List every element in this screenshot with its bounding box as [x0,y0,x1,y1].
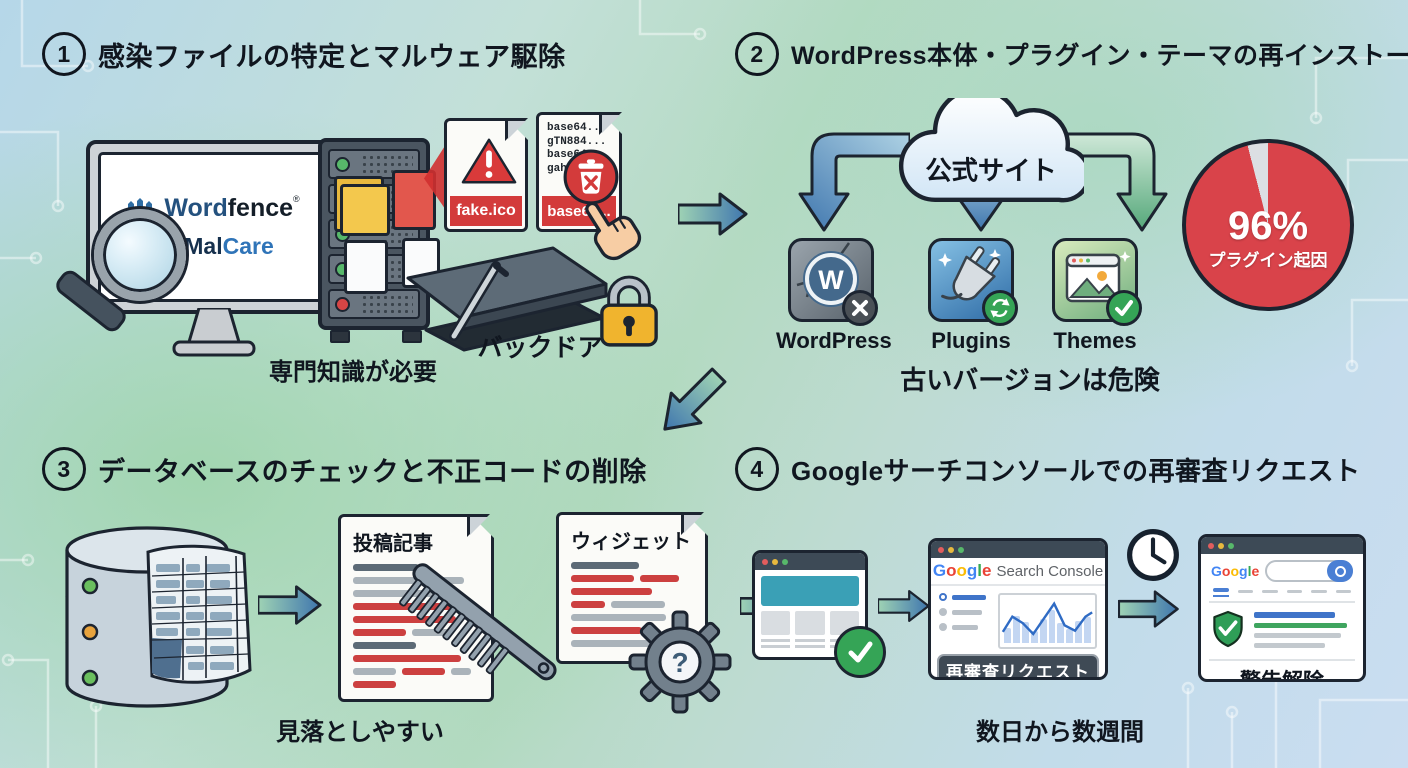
backdoor-label: バックドア [477,334,603,362]
arrow-site-to-gsc [878,590,930,622]
doc-lines [571,562,693,647]
wordfence-reg: ® [293,193,300,204]
comb-icon [399,563,557,681]
pie-label: プラグイン起因 [1208,250,1328,270]
clock-icon [1127,529,1179,581]
step-number-4: 4 [735,447,779,491]
site-clean-check-badge [834,626,886,678]
arrow-step2-to-step3 [663,367,727,431]
official-site-label: 公式サイト [925,155,1056,185]
file-fold-corner [681,512,704,535]
themes-label: Themes [1053,328,1137,353]
plugin-pie-chart: 96% プラグイン起因 [1182,139,1354,311]
wordfence-word: Word [164,193,228,222]
posts-document-title: 投稿記事 [353,533,433,555]
arrow-cloud-to-themes [1056,132,1168,232]
step-number-1: 1 [42,32,86,76]
rack-slot [328,149,420,179]
monitor-stand [172,308,256,357]
malcare-care: Care [222,233,274,259]
gsc-performance-chart [998,593,1097,649]
warning-triangle-icon [460,135,518,187]
arrow-gsc-to-result [1118,590,1179,628]
search-button[interactable] [1327,560,1353,582]
malcare-logo: MalCare [152,233,274,261]
backdoor-trapdoor-icon [406,246,608,352]
padlock-icon [600,275,658,347]
section3-title: 3 データベースのチェックと不正コードの削除 [42,447,647,491]
gsc-logo: Google Search Console [931,558,1105,586]
step-number-2: 2 [735,32,779,76]
wordpress-label: WordPress [776,328,892,353]
hand-cursor-icon [585,201,642,261]
plugins-app-icon [928,238,1014,322]
gear-question-icon: ? [628,610,732,714]
gsc-chart-line [1000,595,1095,647]
plugins-label: Plugins [931,328,1011,353]
window-titlebar [1201,537,1363,554]
security-shield-icon [1213,610,1243,648]
wordfence-fence: fence [227,193,294,222]
plugins-refresh-badge [982,290,1018,326]
rack-foot [402,330,422,343]
widget-document-title: ウィジェット [571,531,691,553]
section4-caption: 数日から数週間 [976,719,1144,746]
section1-caption: 専門知識が必要 [269,359,437,386]
fake-ico-file: fake.ico [444,118,528,232]
pie-value: 96% [1227,203,1309,248]
google-search-row: Google [1201,554,1363,584]
magnifier-icon [94,209,186,301]
section2-caption: 古いバージョンは危険 [900,365,1160,395]
svg-text:W: W [818,265,844,295]
svg-text:?: ? [671,647,688,678]
warning-removed-label: 警告解除 [1240,670,1324,682]
delete-trash-badge[interactable] [562,148,620,206]
search-console-window: Google Search Console 再審査リクエスト [928,538,1108,680]
section1-title: 1 感染ファイルの特定とマルウェア駆除 [42,32,566,76]
section2-title-text: WordPress本体・プラグイン・テーマの再インストール [791,42,1408,70]
section1-title-text: 感染ファイルの特定とマルウェア駆除 [98,41,566,72]
file-fold-corner [467,514,490,537]
fake-ico-label: fake.ico [450,196,522,226]
arrow-database-to-docs [258,585,322,625]
malcare-mal: Mal [184,233,223,259]
gsc-sidebar [939,593,991,649]
search-tabs [1201,584,1363,597]
section3-title-text: データベースのチェックと不正コードの削除 [98,456,647,487]
window-titlebar [755,553,865,570]
reexamine-request-button[interactable]: 再審査リクエスト [937,654,1099,677]
section4-title-text: Googleサーチコンソールでの再審査リクエスト [791,455,1361,486]
google-result-window: Google 警告解除 [1198,534,1366,682]
database-table-sheet [146,544,252,684]
step-number-3: 3 [42,447,86,491]
site-hero-banner [761,576,859,606]
gsc-logo-suffix: Search Console [996,562,1104,580]
arrow-step1-to-step2 [678,192,748,236]
section4-title: 4 Googleサーチコンソールでの再審査リクエスト [735,447,1361,491]
section3-caption: 見落としやすい [276,719,444,746]
folder-icon [340,184,390,236]
official-site-cloud: 公式サイト [898,98,1084,203]
rack-slot [328,289,420,319]
file-fold-corner [505,118,528,141]
arrow-cloud-to-wordpress [798,132,910,232]
rack-foot [330,330,350,343]
search-result [1201,607,1363,655]
wordpress-x-badge [842,290,878,326]
themes-check-badge [1106,290,1142,326]
file-fold-corner [599,112,622,135]
section2-title: 2 WordPress本体・プラグイン・テーマの再インストール [735,32,1408,76]
window-titlebar [931,541,1105,558]
document-file-icon [344,240,388,294]
search-input[interactable] [1265,560,1353,582]
google-logo: Google [1211,563,1260,579]
database-icon [65,526,252,708]
